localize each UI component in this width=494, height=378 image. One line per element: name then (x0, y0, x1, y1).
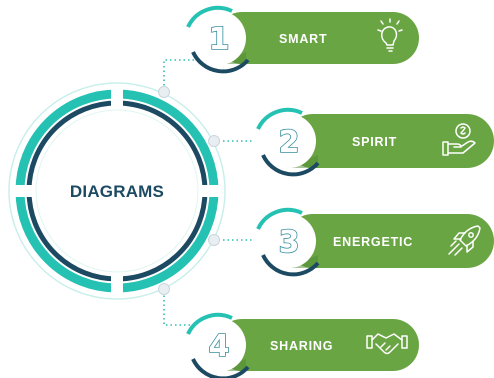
connector-dots (158, 86, 220, 295)
item-4-badge-arc-top (186, 312, 233, 335)
item-2-badge-arc-top (256, 107, 303, 130)
item-3-badge-arc-top (256, 207, 303, 230)
money-hand-icon (442, 123, 476, 156)
connector-dot-4 (158, 283, 170, 295)
item-4: 4 SHARING (186, 312, 419, 378)
item-2-badge-arc-bottom (261, 154, 320, 177)
outer-thin-ring (8, 82, 226, 300)
ring-gap-left (12, 185, 32, 197)
item-1-badge-arc-top (186, 5, 233, 28)
rocket-icon (448, 225, 481, 256)
item-3-pill (286, 214, 494, 268)
connector-1 (163, 59, 194, 90)
item-4-badge (192, 318, 246, 372)
item-2-badge (262, 114, 316, 168)
inner-disc (35, 109, 199, 273)
lightbulb-icon (377, 18, 403, 52)
connector-dot-2 (208, 135, 220, 147)
connector-dot-3 (208, 234, 220, 246)
item-4-label: SHARING (270, 339, 333, 353)
item-2-label: SPIRIT (352, 135, 397, 149)
ring-gap-right (202, 185, 222, 197)
item-1-pill (216, 12, 419, 64)
item-1-badge (192, 11, 246, 65)
item-3: 3 ENERGETIC (256, 207, 494, 277)
item-4-number: 4 (209, 329, 230, 364)
item-3-badge-arc-bottom (261, 254, 320, 277)
item-2-pill (286, 114, 494, 168)
item-4-badge-arc-bottom (191, 358, 250, 378)
center-title: DIAGRAMS (70, 182, 164, 201)
connectors (163, 59, 254, 326)
handshake-icon (366, 333, 408, 355)
item-3-number: 3 (279, 225, 300, 260)
item-3-badge (262, 214, 316, 268)
item-1-badge-arc-bottom (191, 51, 250, 74)
item-3-label: ENERGETIC (333, 235, 413, 249)
connector-4 (163, 291, 194, 326)
ring-gap-bottom (111, 276, 123, 296)
item-1: 1 SMART (186, 5, 419, 74)
item-1-label: SMART (279, 32, 327, 46)
connector-dot-1 (158, 86, 170, 98)
center-ring: DIAGRAMS (8, 82, 226, 300)
item-2: 2 SPIRIT (256, 107, 494, 177)
item-1-number: 1 (209, 22, 230, 57)
ring-gap-top (111, 86, 123, 106)
item-2-number: 2 (279, 125, 300, 160)
item-4-pill (216, 319, 419, 371)
